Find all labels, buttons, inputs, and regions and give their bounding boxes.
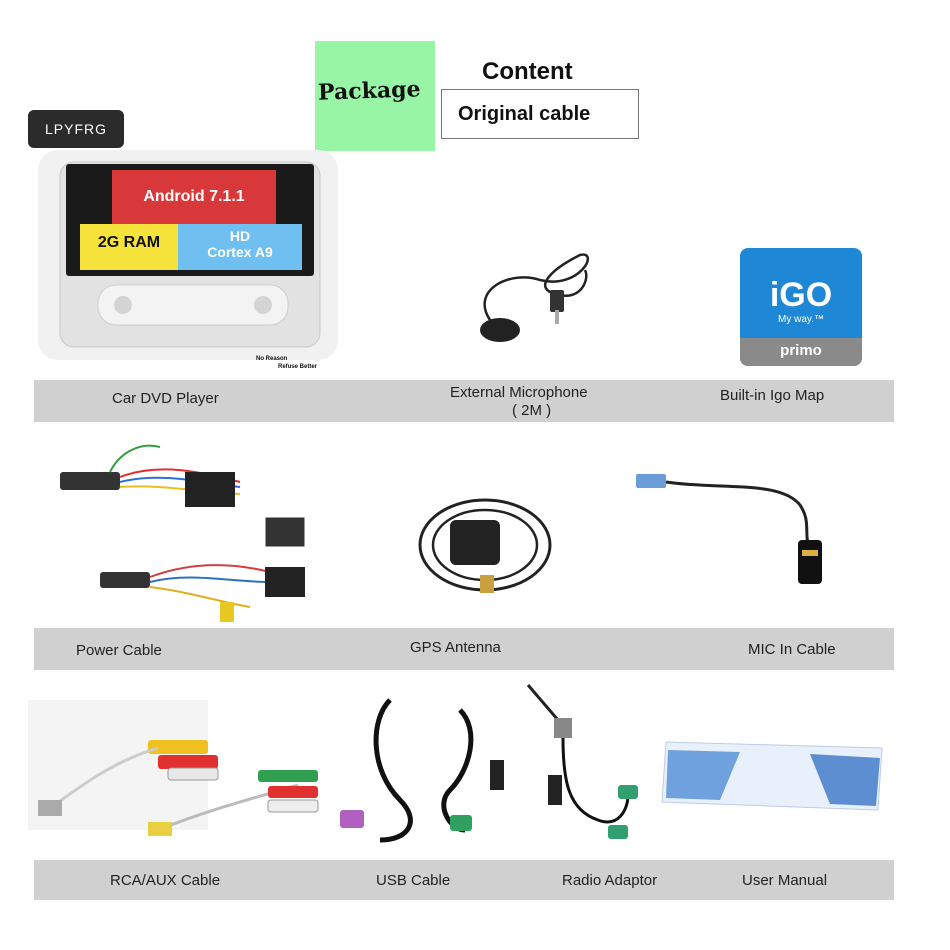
cortex-label: Cortex A9 — [207, 244, 273, 260]
igo-logo: iGO My way.™ primo — [740, 248, 862, 366]
caption-user-manual: User Manual — [742, 872, 828, 889]
power-cable-image — [60, 444, 306, 622]
igo-footer-band — [740, 338, 862, 366]
package-badge — [315, 41, 435, 151]
caption-mic-in-cable: MIC In Cable — [748, 641, 836, 658]
hd-label: HD — [229, 228, 251, 244]
external-microphone-image — [480, 253, 590, 342]
mic-in-cable-image — [636, 474, 822, 584]
caption-bar-row2 — [34, 628, 894, 670]
user-manual-image — [661, 741, 883, 811]
caption-rca-aux-cable: RCA/AUX Cable — [110, 872, 221, 889]
igo-tagline: My way.™ — [778, 314, 824, 325]
caption-external-microphone-length: ( 2M ) — [512, 402, 552, 419]
content-value-box: Original cable — [441, 89, 639, 139]
caption-car-dvd-player: Car DVD Player — [112, 390, 219, 407]
caption-radio-adaptor: Radio Adaptor — [562, 872, 658, 889]
igo-footer-text: primo — [780, 342, 822, 359]
caption-power-cable: Power Cable — [76, 642, 162, 659]
caption-bar-row3 — [34, 860, 894, 900]
caption-igo-map: Built-in Igo Map — [720, 387, 825, 404]
caption-usb-cable: USB Cable — [376, 872, 451, 889]
ram-tile — [80, 224, 178, 270]
content-title: Content — [482, 58, 573, 85]
gps-antenna-image — [418, 498, 552, 593]
note-line-1: No Reason — [256, 356, 288, 362]
caption-external-microphone: External Microphone — [450, 384, 588, 401]
android-version-label: Android 7.1.1 — [143, 188, 245, 205]
content-value: Original cable — [458, 102, 591, 125]
android-tile — [112, 170, 276, 224]
usb-cable-image — [340, 698, 504, 843]
brand-badge: LPYFRG — [28, 110, 124, 148]
caption-gps-antenna: GPS Antenna — [410, 639, 501, 656]
hd-tile — [178, 224, 302, 270]
note-line-2: Refuse Better — [278, 364, 318, 370]
rca-aux-cable-image — [28, 700, 319, 836]
package-label: Package — [317, 76, 421, 106]
igo-logo-text: iGO — [769, 276, 833, 314]
radio-adaptor-image — [526, 684, 638, 839]
caption-bar-row1 — [34, 380, 894, 422]
ram-label: 2G RAM — [97, 234, 161, 251]
head-unit-image: Android 7.1.1 2G RAM HD Cortex A9 No Rea… — [38, 150, 338, 372]
